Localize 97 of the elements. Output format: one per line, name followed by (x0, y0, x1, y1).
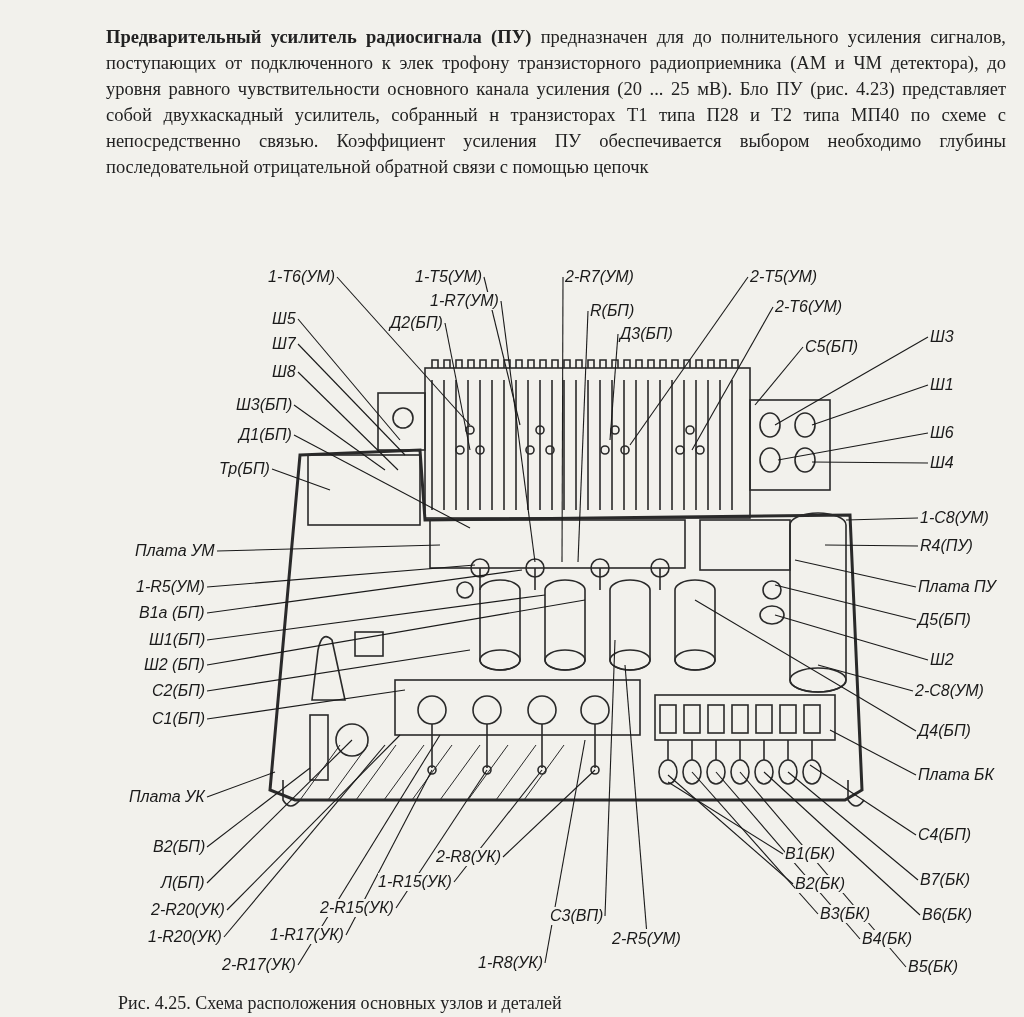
callout-label: 2-R17(УК) (222, 956, 296, 974)
callout-label: 2-Т5(УМ) (750, 268, 818, 286)
callout-label: 1-R8(УК) (478, 954, 543, 972)
callout-label: В1(БК) (785, 845, 836, 863)
leader-line (206, 599, 586, 666)
leader-line (777, 432, 929, 461)
leader-line (226, 734, 401, 911)
callout-label: Ш1(БП) (149, 631, 206, 649)
figure-caption: Рис. 4.25. Схема расположения основных узлов и деталей (118, 993, 562, 1014)
leader-line (787, 771, 919, 881)
leader-line (206, 771, 276, 798)
callout-label: 1-Т6(УМ) (268, 268, 336, 286)
leader-line (624, 664, 648, 930)
callout-label: В4(БК) (862, 930, 913, 948)
leader-line (297, 371, 399, 471)
callout-label: Ш3(БП) (236, 396, 293, 414)
leader-line (206, 594, 546, 641)
leader-line (691, 306, 774, 451)
leader-line (293, 434, 471, 529)
leader-line (216, 544, 441, 552)
callout-label: R4(ПУ) (920, 537, 973, 555)
leader-line (774, 584, 917, 621)
leader-line (206, 689, 406, 720)
leader-line (809, 764, 917, 836)
leader-line (293, 404, 386, 471)
leader-line (297, 318, 401, 441)
callout-label: 2-R15(УК) (320, 899, 394, 917)
callout-label: 1-R17(УК) (270, 926, 344, 944)
callout-label: С3(ВП) (550, 907, 604, 925)
leader-line (271, 468, 331, 491)
callout-label: 1-R5(УМ) (136, 578, 205, 596)
callout-label: 1-R20(УК) (148, 928, 222, 946)
leader-line (502, 769, 596, 858)
callout-label: В7(БК) (920, 871, 971, 889)
leader-line (811, 384, 929, 426)
leader-line (774, 336, 929, 426)
callout-label: 1-R15(УК) (378, 873, 452, 891)
leader-line (604, 639, 616, 917)
leader-line (336, 276, 471, 426)
leader-line (694, 599, 917, 732)
callout-label: Д4(БП) (918, 722, 971, 740)
callout-label: Д2(БП) (390, 314, 443, 332)
callout-label: 1-С8(УМ) (920, 509, 989, 527)
callout-label: 1-R7(УМ) (430, 292, 499, 310)
leader-line (824, 544, 919, 547)
leader-line (206, 569, 523, 614)
callout-label: 2-R7(УМ) (565, 268, 634, 286)
leader-line (483, 276, 521, 426)
leader-line (561, 276, 564, 563)
callout-label: С4(БП) (918, 826, 972, 844)
callout-label: Д5(БП) (918, 611, 971, 629)
leader-line (754, 346, 804, 406)
callout-label: 2-С8(УМ) (915, 682, 984, 700)
leader-line (577, 310, 589, 563)
callout-label: С2(БП) (152, 682, 206, 700)
leader-line (845, 517, 919, 521)
callout-label: 2-R20(УК) (151, 901, 225, 919)
leader-line (206, 767, 311, 848)
leader-line (763, 771, 921, 916)
callout-label: Ш2 (БП) (144, 656, 205, 674)
leader-line (500, 300, 536, 563)
callout-label: В2(БП) (153, 838, 206, 856)
leader-line (206, 739, 353, 884)
leader-line (629, 276, 749, 446)
callout-label: В1а (БП) (139, 604, 205, 622)
leader-line (206, 564, 476, 588)
leader-line (774, 614, 929, 661)
leader-line (297, 343, 406, 456)
callout-label: Д1(БП) (239, 426, 292, 444)
callout-label: С5(БП) (805, 338, 859, 356)
callout-label: 2-R8(УК) (436, 848, 501, 866)
leader-line (794, 559, 917, 588)
paragraph: Предварительный усилитель радиосигнала (ПУ) предназначен для до полнительного усиления сигналов, поступающих от подключенного к элек трофону транзисторного радиоприемника (АМ и ЧМ детектора), до уровня равного чувствительности основного канала усиления (20 ... 25 мВ). Бло ПУ (рис. 4.23) представляет собой двухкаскадный усилитель, собранный н транзисторах Т1 типа П28 и Т2 типа МП40 по схеме с непосредственно связью. Коэффициент усиления ПУ обеспечивается выбором необходимо глубины последовательной отрицательной обратной связи с помощью цепочк (106, 26, 1006, 179)
callout-label: В5(БК) (908, 958, 959, 976)
callout-label: 2-Т6(УМ) (775, 298, 843, 316)
callout-label: 1-Т5(УМ) (415, 268, 483, 286)
callout-label: С1(БП) (152, 710, 206, 728)
callout-label: 2-R5(УМ) (612, 930, 681, 948)
callout-label: Тр(БП) (219, 460, 270, 478)
callout-label: В6(БК) (922, 906, 973, 924)
leader-line (667, 774, 794, 885)
leader-line (817, 664, 914, 692)
callout-label: В3(БК) (820, 905, 871, 923)
leader-line (223, 744, 386, 938)
leader-line (829, 729, 917, 776)
leader-line (444, 322, 471, 451)
leader-line (691, 771, 819, 915)
leader-line (667, 781, 784, 855)
leader-line (345, 769, 433, 936)
leader-line (811, 461, 929, 464)
callout-label: Д3(БП) (620, 325, 673, 343)
leader-line (206, 649, 471, 692)
callout-label: В2(БК) (795, 875, 846, 893)
callout-label: R(БП) (590, 302, 635, 320)
leader-line (544, 739, 586, 964)
leader-line (609, 333, 619, 441)
callout-label: Л(БП) (161, 874, 205, 892)
